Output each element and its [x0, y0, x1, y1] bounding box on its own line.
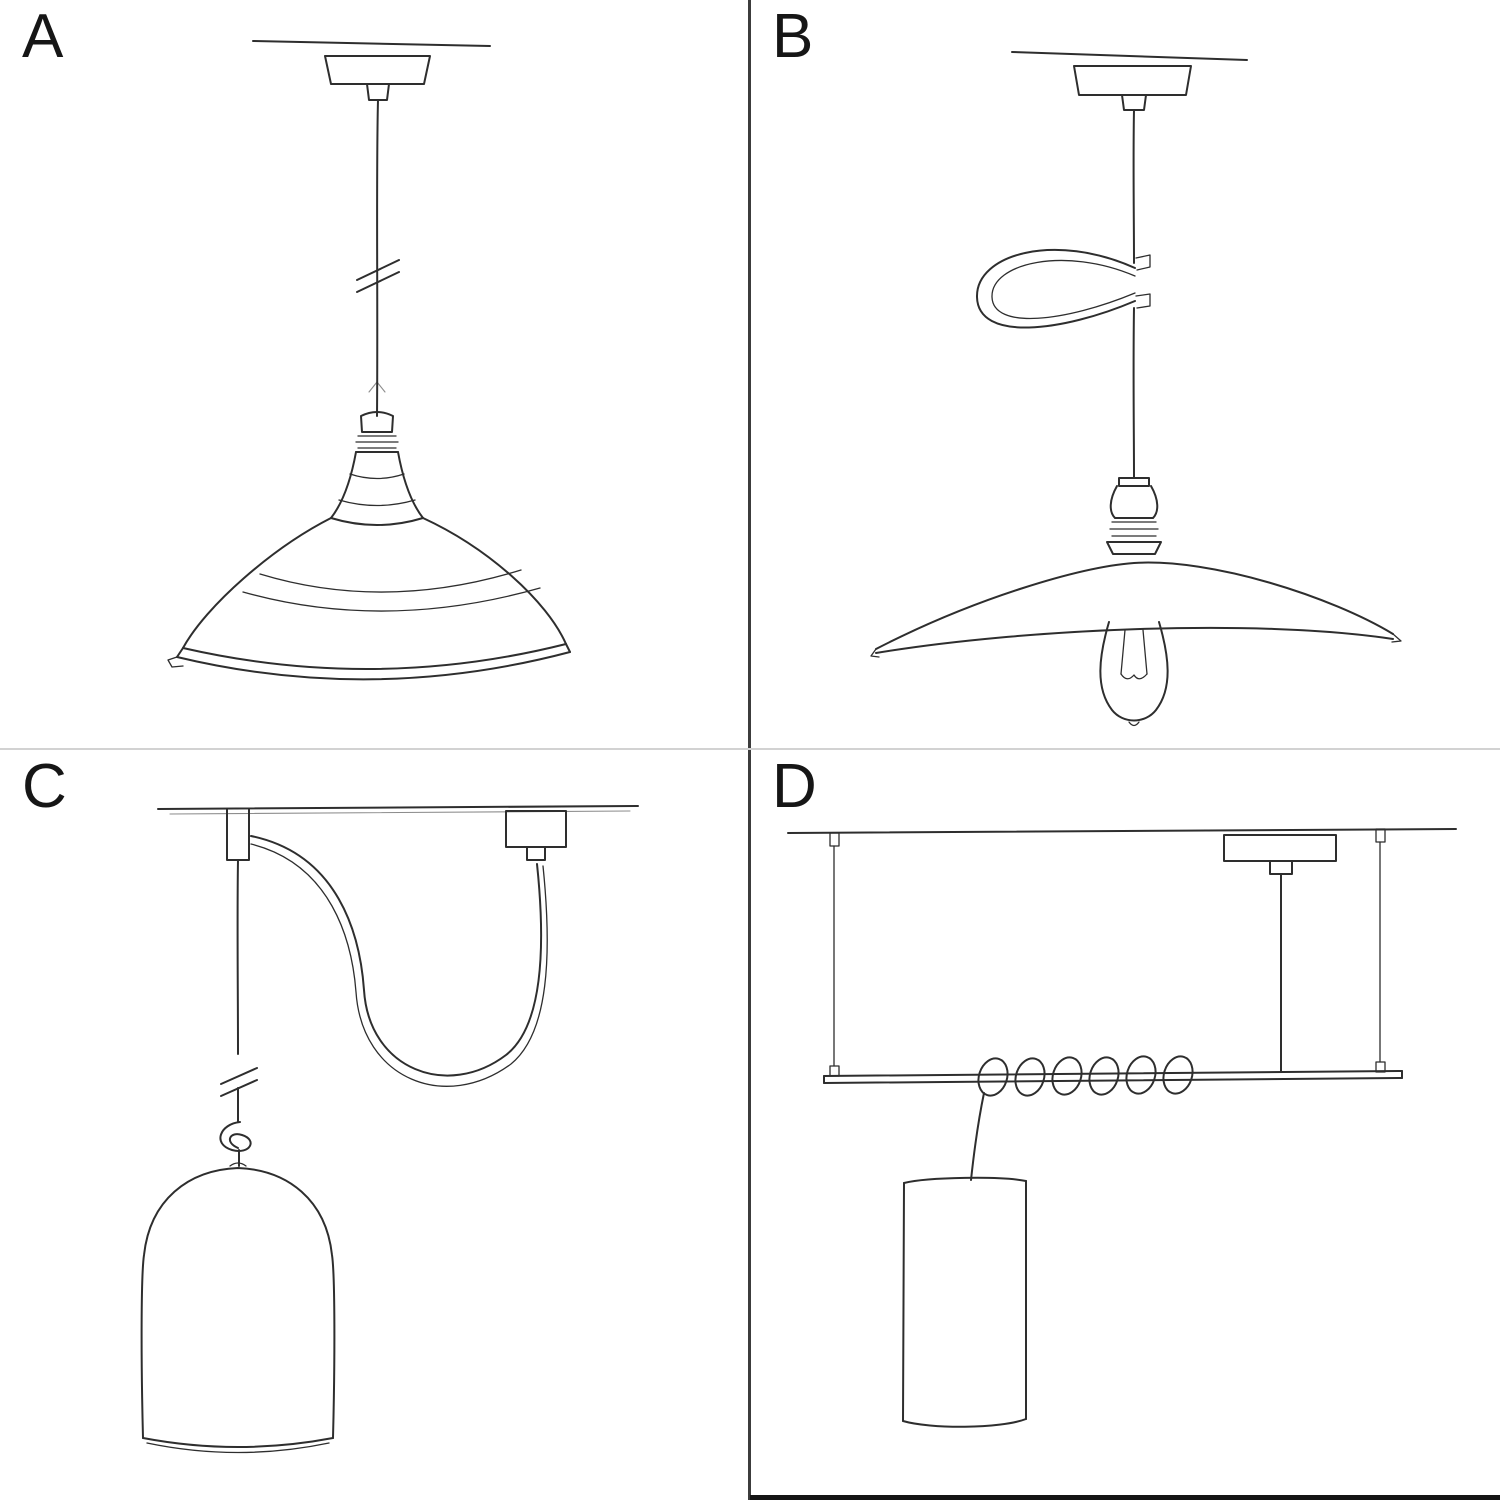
panel-a-label: A — [22, 2, 65, 71]
sketch-pendant-swag-knot-bell-shade — [140, 805, 639, 1454]
panel-option-a: A — [0, 0, 750, 750]
horizontal-divider — [0, 748, 1500, 750]
sketch-bar-suspension-coiled-cord-tube-shade — [787, 828, 1457, 1428]
panel-option-c: C — [0, 750, 750, 1500]
panel-c-label: C — [22, 752, 68, 821]
bottom-rule — [750, 1495, 1500, 1500]
panel-d-label: D — [772, 752, 818, 821]
panel-option-b: B — [750, 0, 1500, 750]
sketch-pendant-swag-hook-flat-shade — [870, 51, 1402, 727]
panel-b-label: B — [772, 2, 815, 71]
panel-option-d: D — [750, 750, 1500, 1500]
sketch-pendant-straight-drop — [167, 40, 571, 681]
vertical-divider — [748, 0, 751, 1500]
